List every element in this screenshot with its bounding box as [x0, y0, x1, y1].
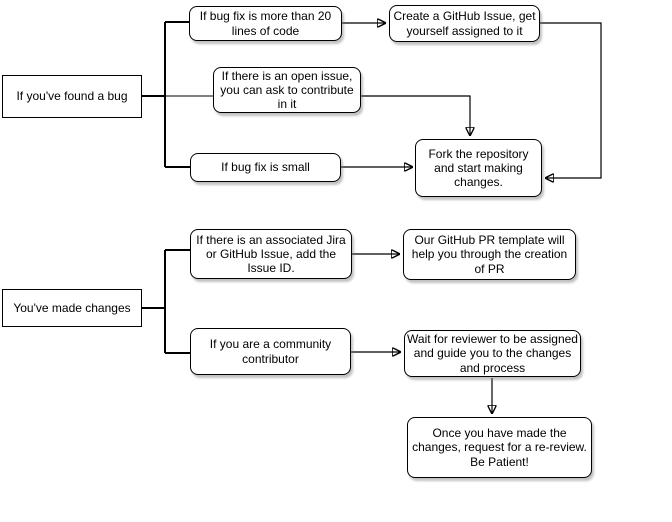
node-open-issue-label: If there is an open issue, you can ask t… [220, 68, 354, 112]
edge-openissue-forkrepo [361, 95, 470, 135]
node-bugfix-small: If bug fix is small [190, 153, 341, 182]
node-associated-jira-issue: If there is an associated Jira or GitHub… [190, 229, 352, 279]
node-community-contributor-label: If you are a community contributor [209, 337, 332, 366]
node-bugfix-small-label: If bug fix is small [221, 160, 310, 175]
node-request-re-review: Once you have made the changes, request … [407, 417, 592, 478]
node-create-github-issue: Create a GitHub Issue, get yourself assi… [389, 5, 540, 42]
node-associated-jira-issue-label: If there is an associated Jira or GitHub… [196, 232, 346, 276]
node-create-github-issue-label: Create a GitHub Issue, get yourself assi… [393, 9, 536, 38]
edge-madechanges-branch-tree [142, 249, 191, 354]
edge-foundbug-branch-tree [142, 21, 191, 168]
node-fork-repository: Fork the repository and start making cha… [415, 139, 542, 197]
node-wait-reviewer-label: Wait for reviewer to be assigned and gui… [407, 332, 578, 375]
node-community-contributor: If you are a community contributor [190, 328, 351, 375]
node-found-bug-label: If you've found a bug [16, 89, 128, 104]
node-bugfix-over-20-lines-label: If bug fix is more than 20 lines of code [199, 9, 332, 38]
node-found-bug: If you've found a bug [2, 75, 142, 118]
node-fork-repository-label: Fork the repository and start making cha… [428, 146, 529, 190]
node-pr-template-label: Our GitHub PR template will help you thr… [411, 233, 568, 276]
edge-createissue-forkrepo [540, 22, 602, 178]
node-made-changes: You've made changes [2, 289, 142, 327]
node-wait-reviewer: Wait for reviewer to be assigned and gui… [404, 330, 581, 377]
node-bugfix-over-20-lines: If bug fix is more than 20 lines of code [189, 6, 342, 41]
node-open-issue: If there is an open issue, you can ask t… [213, 67, 361, 113]
node-request-re-review-label: Once you have made the changes, request … [412, 426, 587, 469]
node-made-changes-label: You've made changes [13, 300, 131, 315]
node-pr-template: Our GitHub PR template will help you thr… [403, 229, 576, 280]
